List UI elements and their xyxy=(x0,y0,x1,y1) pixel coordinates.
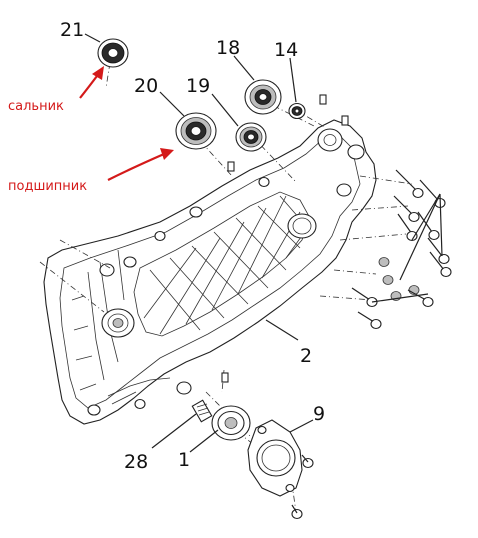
callout-leaders xyxy=(84,33,314,453)
bolt xyxy=(427,237,450,265)
part-21-oil-seal xyxy=(97,38,129,68)
red-annotations: сальник подшипник xyxy=(8,66,174,194)
bolt xyxy=(393,195,420,223)
part-19-bearing xyxy=(235,122,267,152)
bolt xyxy=(397,213,418,242)
bolt xyxy=(419,179,446,209)
small-pins xyxy=(221,94,349,383)
bolt xyxy=(417,211,440,241)
bolt-group xyxy=(351,169,452,330)
callout-20: 20 xyxy=(134,75,158,97)
callout-21: 21 xyxy=(60,19,84,41)
screw xyxy=(291,508,303,520)
callout-2: 2 xyxy=(300,345,312,367)
washer xyxy=(382,275,394,285)
seal-arrowhead xyxy=(92,66,104,80)
washer xyxy=(378,257,390,267)
callout-labels: 21 20 19 18 14 2 9 1 28 xyxy=(60,19,325,473)
bolt xyxy=(395,169,424,199)
crankcase-cover xyxy=(43,119,377,425)
part-1-seal-ring xyxy=(211,405,251,441)
bearing-arrow xyxy=(107,152,165,181)
callout-1: 1 xyxy=(178,449,190,471)
screw xyxy=(302,457,314,469)
callout-19: 19 xyxy=(186,75,210,97)
bolt xyxy=(357,311,382,330)
bolt xyxy=(351,287,378,308)
part-9-cover-plate xyxy=(247,419,314,520)
part-28-spring xyxy=(191,399,213,423)
bolt xyxy=(429,251,452,278)
bearing-annotation: подшипник xyxy=(8,179,87,194)
part-20-bearing xyxy=(175,112,217,150)
callout-14: 14 xyxy=(274,39,298,61)
bolt xyxy=(407,289,434,308)
callout-18: 18 xyxy=(216,37,240,59)
seal-annotation: сальник xyxy=(8,99,64,114)
part-14-small-seal xyxy=(288,102,306,120)
callout-28: 28 xyxy=(124,451,148,473)
part-18-bearing xyxy=(244,79,282,115)
bearing-arrowhead xyxy=(160,148,174,160)
callout-9: 9 xyxy=(313,403,325,425)
